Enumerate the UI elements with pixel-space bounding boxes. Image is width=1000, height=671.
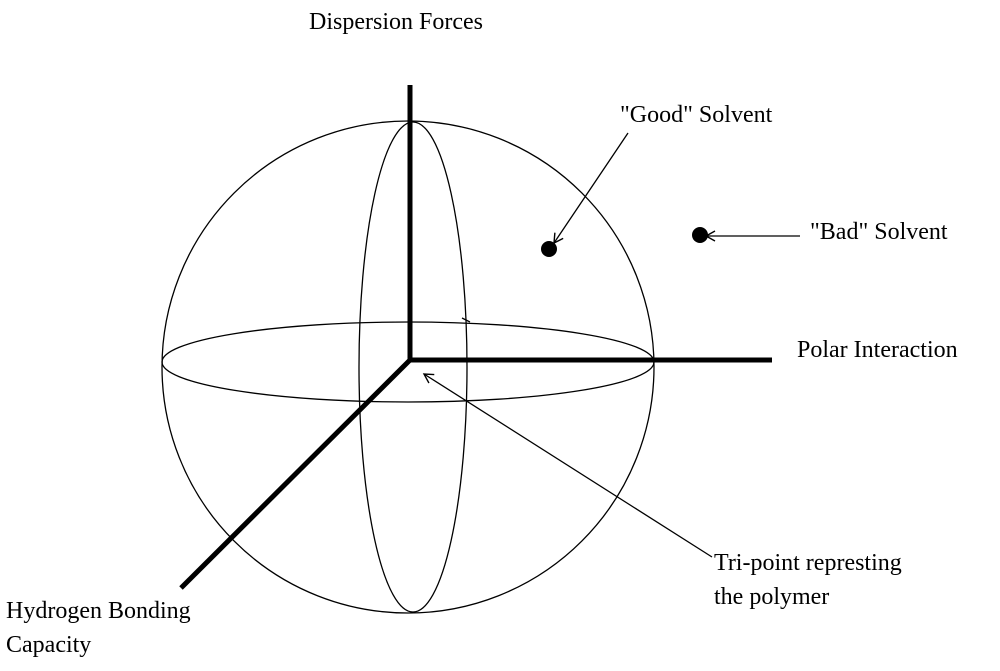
hydrogen-bonding-label-line2: Capacity (6, 632, 92, 658)
hydrogen-axis (179, 358, 412, 590)
polar-interaction-label: Polar Interaction (797, 337, 958, 363)
tri-point-label-line2: the polymer (714, 584, 830, 610)
hydrogen-bonding-label-line1: Hydrogen Bonding (6, 598, 191, 624)
meridian-ellipse (358, 121, 468, 613)
dispersion-forces-label: Dispersion Forces (309, 9, 483, 35)
tri-point-label-line1: Tri-point represting (714, 550, 902, 576)
bad-solvent-point (692, 227, 708, 243)
good-solvent-point (541, 241, 557, 257)
tri-point-arrow (422, 373, 713, 558)
bad-solvent-label: "Bad" Solvent (810, 219, 948, 245)
good-solvent-arrow (553, 132, 629, 245)
good-solvent-label: "Good" Solvent (620, 102, 773, 128)
center-tick (461, 317, 471, 323)
